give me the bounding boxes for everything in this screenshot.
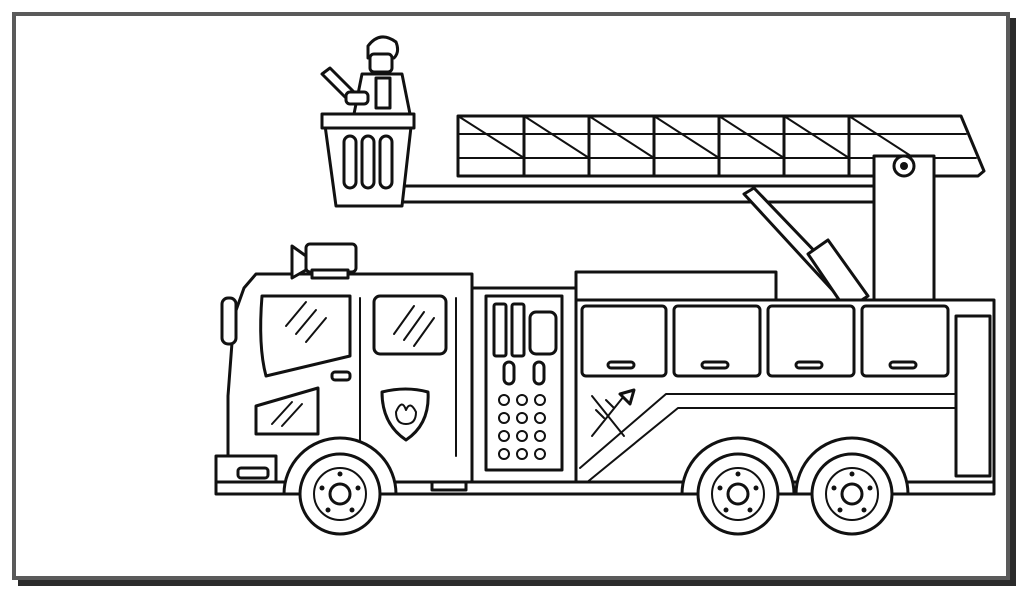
siren bbox=[290, 242, 358, 280]
fire-truck-illustration bbox=[214, 35, 996, 536]
rear-compartments bbox=[574, 270, 996, 490]
shield-badge bbox=[380, 387, 430, 442]
crossed-axes bbox=[591, 388, 636, 437]
hydraulic-piston bbox=[742, 186, 870, 312]
rear-wheel-2 bbox=[794, 436, 910, 536]
bucket bbox=[320, 112, 416, 208]
firefighter bbox=[320, 35, 412, 116]
front-wheel bbox=[282, 436, 398, 536]
rear-wheel-1 bbox=[680, 436, 796, 536]
control-panel bbox=[470, 286, 578, 490]
aerial-ladder bbox=[456, 114, 986, 178]
coloring-page-frame bbox=[12, 12, 1010, 580]
